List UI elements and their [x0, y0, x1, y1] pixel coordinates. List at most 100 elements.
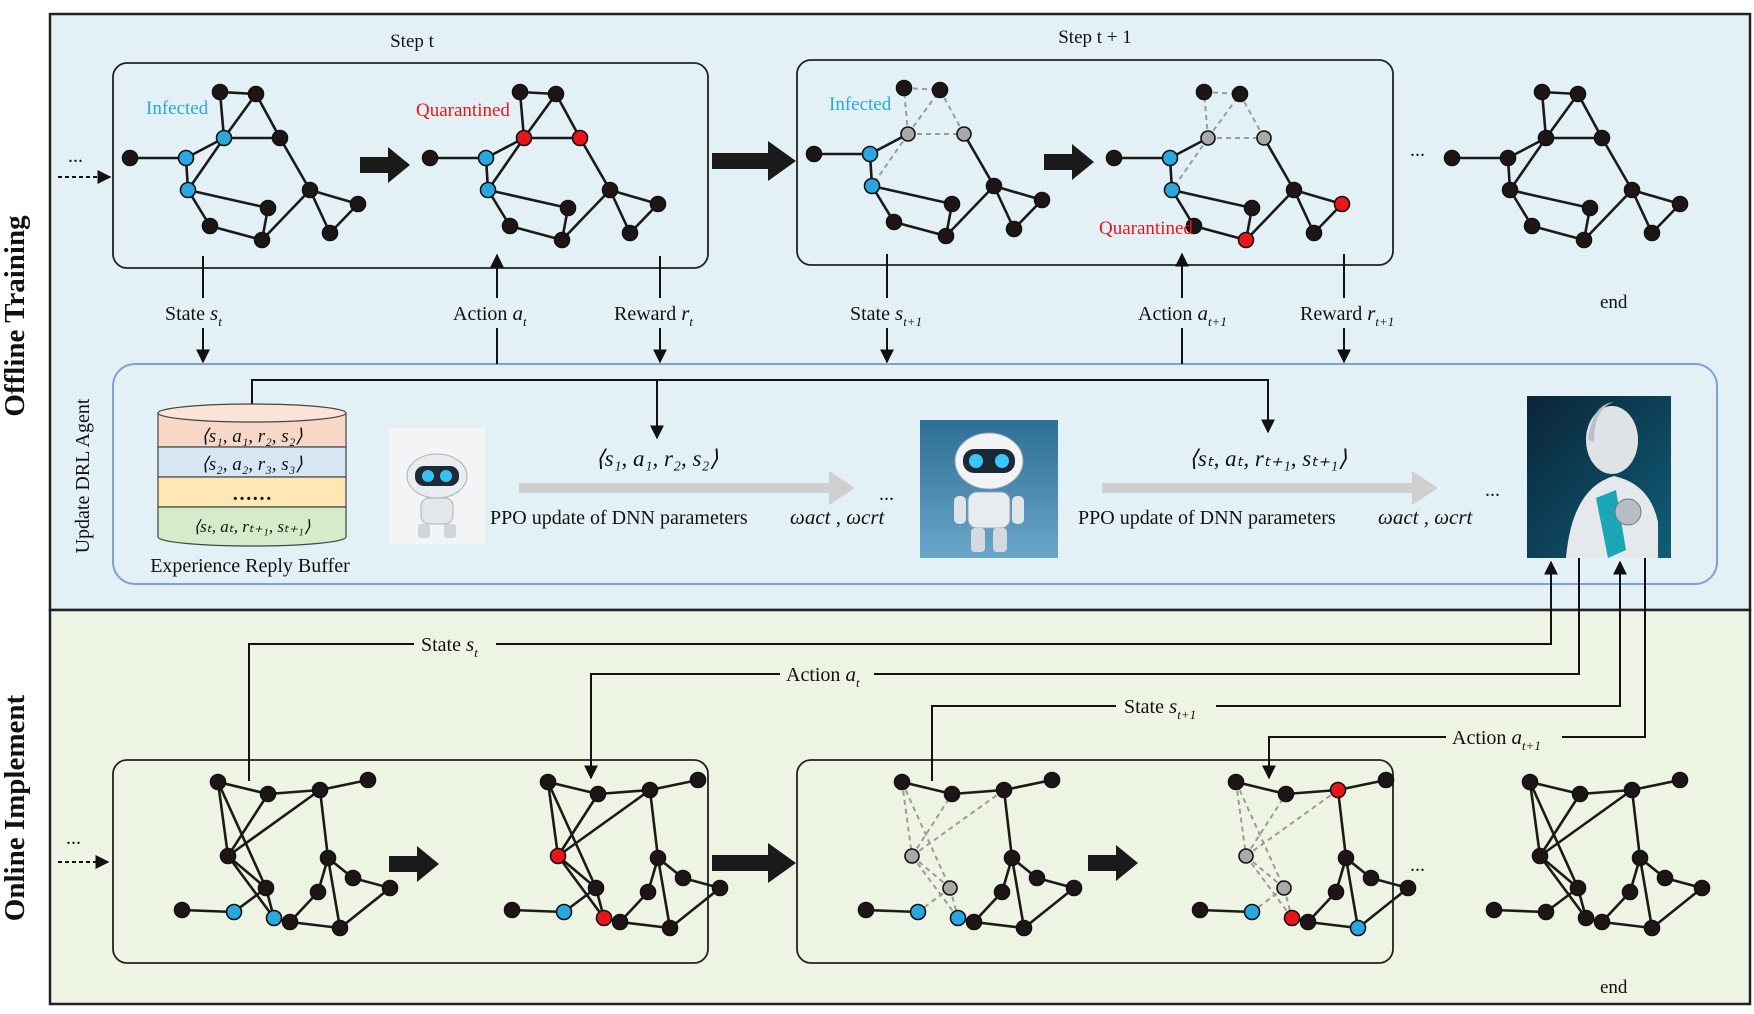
network-edge — [1171, 188, 1253, 210]
infected-node — [861, 145, 879, 163]
online-entry-ellipsis: ... — [66, 827, 81, 849]
healthy-node — [937, 227, 955, 245]
omega-label-2: ωact , ωcrt — [1378, 505, 1474, 529]
healthy-node — [965, 913, 983, 931]
ellipsis-training-end: ... — [1410, 139, 1425, 161]
network-edge — [865, 908, 919, 914]
quarantined-label-1: Quarantined — [416, 100, 510, 121]
healthy-node — [1033, 191, 1051, 209]
removed-node — [900, 126, 916, 142]
healthy-node — [1399, 879, 1417, 897]
removed-edge — [1235, 781, 1285, 889]
removed-node — [1200, 130, 1216, 146]
network-edge — [945, 185, 995, 237]
healthy-node — [211, 83, 229, 101]
network-edge — [1579, 788, 1633, 796]
infected-node — [1161, 149, 1179, 167]
healthy-node — [1575, 231, 1593, 249]
removed-node — [1276, 880, 1292, 896]
healthy-node — [985, 177, 1003, 195]
network-edge — [1651, 886, 1703, 930]
healthy-node — [1005, 220, 1023, 238]
quarantined-node — [515, 129, 533, 147]
network-edge — [1529, 780, 1581, 796]
healthy-node — [1285, 181, 1303, 199]
network-edge — [1023, 886, 1075, 930]
healthy-node — [1569, 879, 1587, 897]
healthy-node — [1191, 901, 1209, 919]
healthy-node — [589, 785, 607, 803]
online-signal-state-t1: State st+1 — [1116, 692, 1216, 722]
ppo-label-1: PPO update of DNN parameters — [490, 507, 748, 529]
network-edge — [1285, 788, 1339, 796]
healthy-node — [1693, 879, 1711, 897]
ppo-label-2: PPO update of DNN parameters — [1078, 507, 1336, 529]
robot-agent-intermediate — [920, 420, 1058, 558]
healthy-node — [547, 85, 565, 103]
transition-arrow-6 — [1088, 845, 1138, 881]
healthy-node — [331, 919, 349, 937]
removed-node — [904, 848, 920, 864]
network-edge — [1010, 857, 1026, 929]
healthy-node — [639, 883, 657, 901]
svg-text:Action at+1: Action at+1 — [1138, 301, 1227, 329]
network-edge — [1631, 188, 1681, 206]
healthy-node — [259, 785, 277, 803]
network-edge — [1576, 93, 1604, 139]
network-edge — [278, 137, 312, 191]
healthy-node — [1569, 85, 1587, 103]
online-panel-title: Online Implement — [0, 694, 31, 921]
removed-node — [1238, 848, 1254, 864]
quarantined-node — [1283, 909, 1301, 927]
healthy-node — [1377, 771, 1395, 789]
online-state-line-t — [248, 560, 1558, 781]
buffer-row-3: …… — [232, 483, 272, 505]
robot-agent-trained — [1527, 396, 1671, 558]
online-panel — [48, 608, 1752, 1006]
healthy-node — [301, 181, 319, 199]
healthy-node — [1643, 224, 1661, 242]
step-t-label: Step t — [390, 31, 435, 52]
network-edge — [1531, 224, 1585, 242]
network-edge — [556, 793, 600, 857]
removed-edge — [901, 781, 951, 889]
online-network-step-t-after — [503, 771, 729, 937]
network-edge — [578, 137, 612, 191]
network-edge — [619, 920, 671, 930]
network-step-t1-before — [805, 79, 1051, 245]
removed-node — [942, 880, 958, 896]
healthy-node — [649, 195, 667, 213]
online-network-end — [1485, 771, 1711, 937]
removed-edge — [901, 781, 913, 857]
healthy-node — [121, 149, 139, 167]
healthy-node — [281, 913, 299, 931]
healthy-node — [1671, 771, 1689, 789]
signal-action-t: Action at — [448, 298, 548, 329]
removed-edge — [1235, 781, 1247, 857]
healthy-node — [1533, 83, 1551, 101]
online-action-line-t — [584, 558, 1580, 780]
tuple-label-2: ⟨sₜ, aₜ, rₜ₊₁, sₜ₊₁⟩ — [1189, 446, 1347, 471]
network-edge — [973, 920, 1025, 930]
removed-edge — [907, 89, 941, 135]
network-edge — [261, 189, 311, 241]
healthy-node — [587, 879, 605, 897]
transition-arrow-3 — [1044, 144, 1094, 180]
network-edge — [1262, 137, 1296, 191]
network-edge — [186, 137, 226, 191]
removed-edge — [1251, 887, 1285, 913]
healthy-node — [201, 217, 219, 235]
healthy-node — [553, 231, 571, 249]
network-edge — [511, 908, 565, 914]
network-end-training — [1443, 83, 1689, 249]
infected-node — [1243, 903, 1261, 921]
buffer-row-4: ⟨sₜ, aₜ, rₜ₊₁, sₜ₊₁⟩ — [194, 517, 311, 536]
healthy-node — [1501, 181, 1519, 199]
network-edge — [181, 908, 235, 914]
healthy-node — [805, 145, 823, 163]
network-edge — [669, 886, 721, 930]
healthy-node — [993, 883, 1011, 901]
healthy-node — [1623, 781, 1641, 799]
network-edge — [1508, 137, 1548, 191]
